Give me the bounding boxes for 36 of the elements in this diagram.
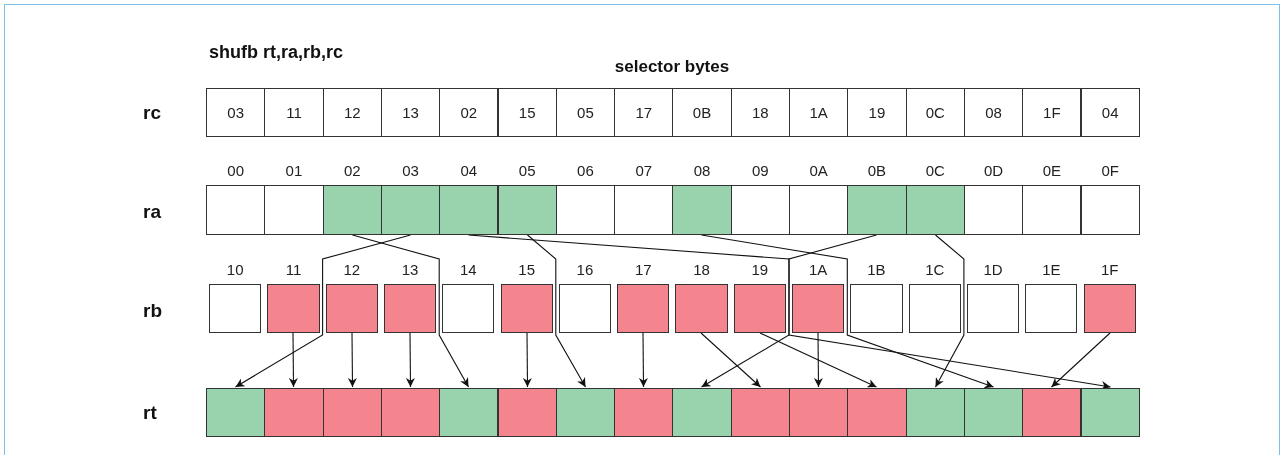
- byte-cell: 05: [555, 88, 616, 137]
- arrow: [347, 332, 357, 388]
- byte-cell: 12: [322, 88, 382, 137]
- byte-cell: 15: [497, 88, 557, 137]
- byte-cell: 03: [206, 88, 266, 137]
- arrow: [934, 234, 965, 388]
- byte-cell: 18: [730, 88, 790, 137]
- byte-cell: 17: [614, 88, 674, 137]
- arrow: [526, 234, 587, 388]
- arrow: [288, 332, 298, 388]
- byte-cell: 08: [963, 88, 1024, 137]
- arrow: [1050, 332, 1111, 388]
- arrow: [351, 234, 470, 388]
- byte-cell: 11: [264, 88, 324, 137]
- byte-cell: 13: [380, 88, 441, 137]
- byte-cell: 04: [1080, 88, 1140, 137]
- register-name: rb: [143, 300, 162, 322]
- register-name: rc: [143, 102, 161, 124]
- arrow: [638, 332, 648, 388]
- arrow: [700, 332, 762, 388]
- byte-cell: 0C: [905, 88, 965, 137]
- arrow: [759, 332, 878, 388]
- byte-cell: 19: [847, 88, 907, 137]
- byte-cell: 02: [439, 88, 499, 137]
- byte-cell: 1A: [789, 88, 849, 137]
- row-heading: selector bytes: [614, 57, 730, 77]
- byte-cell: 0B: [672, 88, 732, 137]
- arrow: [813, 332, 823, 388]
- register-name: rt: [143, 402, 157, 424]
- arrow: [405, 332, 415, 388]
- byte-cell: 1F: [1022, 88, 1082, 137]
- instruction-title: shufb rt,ra,rb,rc: [209, 42, 344, 63]
- arrow: [700, 234, 878, 388]
- register-name: ra: [143, 201, 161, 223]
- arrow: [234, 234, 412, 388]
- arrow: [522, 332, 532, 388]
